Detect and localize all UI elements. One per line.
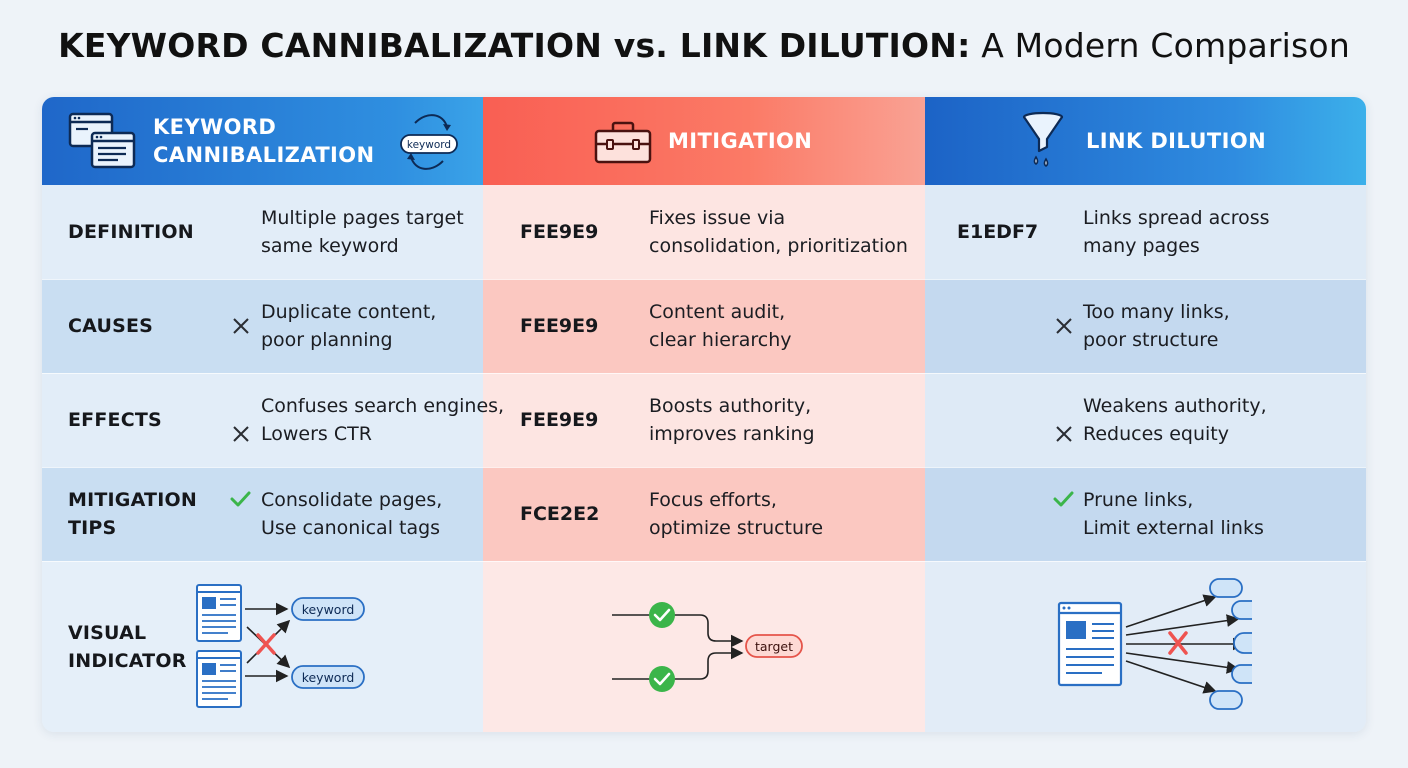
tips-right-line2: Limit external links [1083, 517, 1264, 539]
header-left-badge: keyword [407, 139, 451, 151]
row-band-causes [42, 279, 1366, 373]
row-label-mitigation-line2: TIPS [68, 517, 117, 539]
row-label-visual-line2: INDICATOR [68, 650, 187, 672]
definition-right-code: E1EDF7 [957, 221, 1039, 243]
funnel-icon [1022, 111, 1064, 167]
visual-mitigation-diagram: target [612, 602, 803, 692]
header-mitigation: MITIGATION [483, 97, 925, 185]
toolbox-icon [594, 121, 652, 164]
check-icon [230, 491, 251, 507]
row-label-visual-indicator: VISUAL INDICATOR [68, 619, 187, 675]
link-node-icon [1209, 578, 1252, 710]
definition-left-line2: same keyword [261, 235, 399, 257]
visual-cannibalization-diagram: keyword keyword [196, 584, 365, 708]
row-label-causes: CAUSES [68, 315, 154, 337]
header-link-dilution: LINK DILUTION [925, 97, 1366, 185]
definition-mid-line1: Fixes issue via [649, 207, 786, 229]
title-bold: KEYWORD CANNIBALIZATION vs. LINK DILUTIO… [58, 26, 971, 65]
comparison-board: KEYWORD CANNIBALIZATION keyword MITIGATI… [42, 97, 1366, 732]
causes-left-line2: poor planning [261, 329, 393, 351]
definition-right-line2: many pages [1083, 235, 1200, 257]
check-icon [1053, 491, 1074, 507]
page-doc-icon [196, 650, 242, 708]
visual-left-pill-top: keyword [302, 602, 355, 617]
row-band-definition [42, 185, 1366, 279]
header-right-label: LINK DILUTION [1086, 129, 1267, 153]
header-mid-label: MITIGATION [668, 129, 813, 153]
check-circle-icon [649, 602, 675, 628]
causes-right-line1: Too many links, [1083, 301, 1230, 323]
page-doc-icon [1057, 601, 1123, 687]
causes-mid-line2: clear hierarchy [649, 329, 792, 351]
effects-left-line2: Lowers CTR [261, 423, 372, 445]
tips-right-line1: Prune links, [1083, 489, 1194, 511]
page-doc-icon [196, 584, 242, 642]
tips-left-line2: Use canonical tags [261, 517, 441, 539]
row-label-definition: DEFINITION [68, 221, 194, 243]
row-label-visual-line1: VISUAL [68, 622, 147, 644]
row-label-effects: EFFECTS [68, 409, 162, 431]
tips-mid-line2: optimize structure [649, 517, 824, 539]
cross-icon [233, 426, 249, 442]
tips-mid-line1: Focus efforts, [649, 489, 777, 511]
visual-mid-pill: target [755, 639, 793, 654]
title-light: A Modern Comparison [981, 26, 1350, 65]
definition-left-line1: Multiple pages target [261, 207, 464, 229]
definition-right-line1: Links spread across [1083, 207, 1270, 229]
visual-link-dilution-diagram [1057, 578, 1252, 710]
check-circle-icon [649, 666, 675, 692]
row-band-mitigation-tips [42, 467, 1366, 561]
red-x-icon [1168, 631, 1188, 655]
causes-mid-code: FEE9E9 [520, 315, 599, 337]
effects-left-line1: Confuses search engines, [261, 395, 505, 417]
tips-left-line1: Consolidate pages, [261, 489, 443, 511]
causes-left-line1: Duplicate content, [261, 301, 437, 323]
header-keyword-cannibalization: KEYWORD CANNIBALIZATION keyword [42, 97, 483, 185]
row-band-visual [42, 561, 1366, 732]
red-x-icon [256, 633, 276, 655]
cross-icon [233, 318, 249, 334]
row-band-effects [42, 373, 1366, 467]
row-label-mitigation-line1: MITIGATION [68, 489, 197, 511]
keyword-cycle-icon: keyword [400, 114, 458, 170]
visual-left-pill-bottom: keyword [302, 670, 355, 685]
cross-icon [1056, 426, 1072, 442]
definition-mid-code: FEE9E9 [520, 221, 599, 243]
effects-mid-line1: Boosts authority, [649, 395, 812, 417]
header-left-line2: CANNIBALIZATION [153, 143, 375, 167]
row-label-mitigation-tips: MITIGATION TIPS [68, 486, 197, 542]
effects-right-line1: Weakens authority, [1083, 395, 1267, 417]
header-left-line1: KEYWORD [153, 115, 277, 139]
page-title: KEYWORD CANNIBALIZATION vs. LINK DILUTIO… [0, 26, 1408, 65]
cross-icon [1056, 318, 1072, 334]
causes-right-line2: poor structure [1083, 329, 1219, 351]
tips-mid-code: FCE2E2 [520, 503, 600, 525]
browser-windows-icon [68, 112, 136, 169]
causes-mid-line1: Content audit, [649, 301, 786, 323]
effects-mid-line2: improves ranking [649, 423, 815, 445]
effects-right-line2: Reduces equity [1083, 423, 1229, 445]
definition-mid-line2: consolidation, prioritization [649, 235, 908, 257]
effects-mid-code: FEE9E9 [520, 409, 599, 431]
